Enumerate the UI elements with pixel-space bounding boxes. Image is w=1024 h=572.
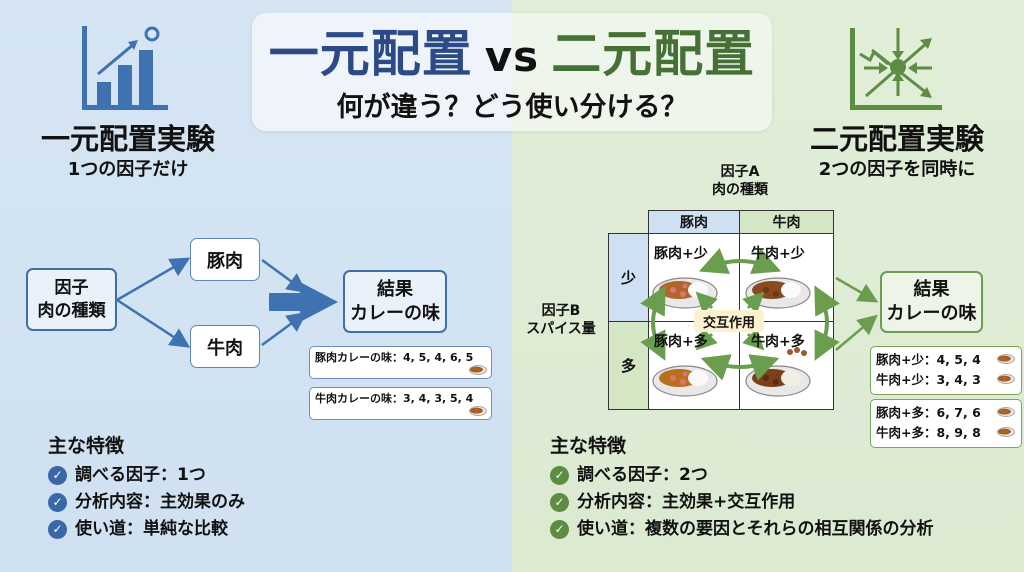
data-beef-high: 牛肉+多：8, 9, 8: [876, 425, 981, 440]
factor-name: 肉の種類: [37, 300, 106, 321]
column-header-pork: 豚肉: [648, 210, 740, 234]
level-pork-box: 豚肉: [190, 238, 260, 281]
title-two-way: 二元配置: [551, 25, 756, 83]
curry-icon: [997, 427, 1015, 437]
feature-item: ✓使い道：複数の要因とそれらの相互関係の分析: [550, 516, 934, 543]
feature-item: ✓調べる因子：1つ: [48, 462, 245, 489]
features-title: 主な特徴: [48, 435, 125, 457]
page-subtitle: 何が違う？どう使い分ける？: [336, 92, 688, 123]
high-spice-data-card: 豚肉+多：6, 7, 6 牛肉+多：8, 9, 8: [870, 399, 1022, 448]
result-label: 結果: [913, 279, 950, 300]
cell-label-pork-high: 豚肉+多: [654, 334, 708, 350]
curry-icon: [469, 365, 487, 375]
pork-data-card: 豚肉カレーの味：4, 5, 4, 6, 5: [309, 346, 492, 379]
check-icon: ✓: [48, 493, 67, 512]
two-way-heading: 二元配置実験 2つの因子を同時に: [792, 121, 1002, 183]
check-icon: ✓: [550, 493, 569, 512]
factor-a-label: 因子A 肉の種類: [712, 164, 768, 198]
check-icon: ✓: [48, 520, 67, 539]
interaction-arrows-icon: [850, 28, 942, 110]
feature-item: ✓調べる因子：2つ: [550, 462, 934, 489]
data-pork-high: 豚肉+多：6, 7, 6: [876, 405, 981, 420]
two-way-subtitle: 2つの因子を同時に: [818, 159, 976, 180]
beef-data-text: 牛肉カレーの味：3, 4, 3, 5, 4: [315, 392, 474, 405]
curry-icon: [997, 354, 1015, 364]
features-title: 主な特徴: [550, 435, 627, 457]
result-name: カレーの味: [350, 302, 440, 324]
level-beef-box: 牛肉: [190, 325, 260, 368]
data-pork-low: 豚肉+少：4, 5, 4: [876, 352, 981, 367]
pork-data-text: 豚肉カレーの味：4, 5, 4, 6, 5: [315, 351, 474, 364]
factor-box: 因子肉の種類: [26, 268, 117, 331]
column-header-beef: 牛肉: [739, 210, 834, 234]
title-one-way: 一元配置: [268, 25, 473, 83]
one-way-heading: 一元配置実験 1つの因子だけ: [28, 121, 228, 183]
feature-item: ✓分析内容：主効果のみ: [48, 489, 245, 516]
curry-icon: [997, 407, 1015, 417]
data-beef-low: 牛肉+少：3, 4, 3: [876, 372, 981, 387]
result-label: 結果: [377, 278, 413, 300]
title-vs: vs: [484, 32, 540, 81]
check-icon: ✓: [550, 520, 569, 539]
row-header-low: 少: [608, 233, 649, 322]
result-box-right: 結果カレーの味: [880, 271, 983, 333]
interaction-label: 交互作用: [694, 310, 764, 332]
curry-icon: [469, 406, 487, 416]
low-spice-data-card: 豚肉+少：4, 5, 4 牛肉+少：3, 4, 3: [870, 346, 1022, 395]
factor-label: 因子: [54, 277, 89, 298]
cell-label-beef-high: 牛肉+多: [751, 334, 805, 350]
two-way-title: 二元配置実験: [809, 122, 984, 156]
factor-b-label: 因子B スパイス量: [526, 303, 596, 337]
result-name: カレーの味: [886, 303, 977, 324]
check-icon: ✓: [48, 466, 67, 485]
beef-data-card: 牛肉カレーの味：3, 4, 3, 5, 4: [309, 387, 492, 420]
check-icon: ✓: [550, 466, 569, 485]
one-way-title: 一元配置実験: [40, 122, 215, 156]
feature-item: ✓使い道：単純な比較: [48, 516, 245, 543]
cell-label-beef-low: 牛肉+少: [751, 246, 805, 262]
curry-icon: [997, 374, 1015, 384]
one-way-features: 主な特徴 ✓調べる因子：1つ ✓分析内容：主効果のみ ✓使い道：単純な比較: [48, 432, 245, 543]
row-header-high: 多: [608, 321, 649, 410]
one-way-subtitle: 1つの因子だけ: [67, 159, 189, 180]
feature-item: ✓分析内容：主効果+交互作用: [550, 489, 934, 516]
two-way-features: 主な特徴 ✓調べる因子：2つ ✓分析内容：主効果+交互作用 ✓使い道：複数の要因…: [550, 432, 934, 543]
cell-label-pork-low: 豚肉+少: [654, 246, 708, 262]
bar-chart-growth-icon: [82, 26, 168, 110]
result-box-left: 結果カレーの味: [343, 270, 447, 333]
